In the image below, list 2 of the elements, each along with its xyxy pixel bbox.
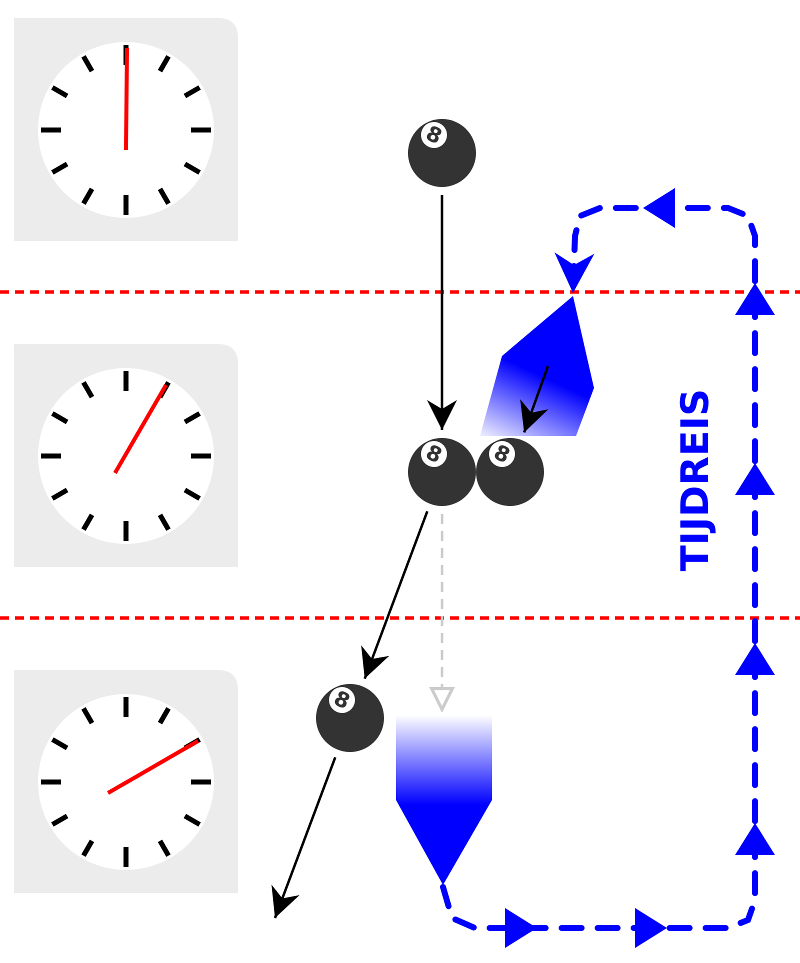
time-portal-shape <box>396 715 492 887</box>
time-travel-label: TIJDREIS <box>673 388 718 572</box>
